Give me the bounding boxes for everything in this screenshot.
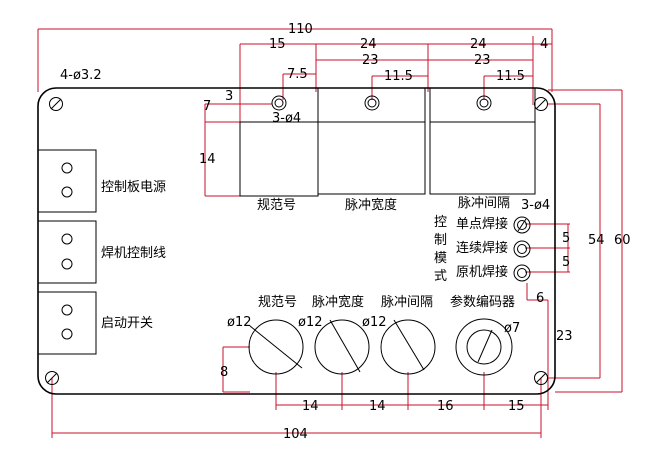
dim-top-23b: 23: [474, 53, 491, 68]
dim-7: 7: [203, 99, 211, 114]
label-mode-original: 原机焊接: [456, 264, 508, 280]
encoder: [455, 318, 513, 376]
dim-bottom-14a: 14: [302, 399, 319, 414]
knob-spec: [248, 319, 304, 375]
dim-top-24b: 24: [470, 37, 487, 52]
dim-top-4: 4: [540, 37, 548, 52]
dim-phi7: ø7: [504, 321, 520, 336]
display-window-2: [317, 88, 426, 195]
dim-overall-width: 110: [288, 22, 313, 37]
knob-pulse-interval: [380, 319, 436, 375]
terminal-block-welder: [37, 220, 97, 284]
dim-bottom-14b: 14: [369, 399, 386, 414]
knob-pulse-width: [314, 319, 370, 375]
dim-top-24a: 24: [360, 37, 377, 52]
terminal-block-start: [37, 291, 97, 355]
label-terminal-start: 启动开关: [101, 316, 153, 331]
dim-bottom-104: 104: [283, 427, 308, 442]
label-terminal-power: 控制板电源: [101, 180, 166, 195]
dim-11-5b: 11.5: [496, 69, 525, 84]
label-mode-title-4: 式: [434, 269, 447, 284]
mode-indicators: [513, 216, 531, 282]
dim-8: 8: [220, 365, 228, 380]
label-mode-continuous: 连续焊接: [456, 240, 508, 256]
dim-bottom-16: 16: [437, 399, 454, 414]
label-mode-single: 单点焊接: [456, 216, 508, 232]
dim-11-5a: 11.5: [384, 69, 413, 84]
dim-top-23a: 23: [362, 53, 379, 68]
dimension-lines: [37, 28, 623, 438]
label-knob-interval: 脉冲间隔: [381, 295, 433, 310]
dim-3-phi4-right: 3-ø4: [521, 198, 550, 213]
terminal-block-power: [37, 149, 97, 213]
label-terminal-welder: 焊机控制线: [101, 245, 166, 261]
dim-3: 3: [225, 89, 233, 104]
label-mode-title-1: 控: [434, 215, 447, 230]
dim-7-5: 7.5: [287, 67, 308, 82]
dim-top-15: 15: [269, 37, 286, 52]
dim-23-right: 23: [556, 329, 573, 344]
label-knob-spec: 规范号: [258, 295, 297, 310]
label-display-width: 脉冲宽度: [345, 197, 397, 213]
dim-hole-spec: 4-ø3.2: [60, 68, 102, 83]
dim-6: 6: [536, 291, 544, 306]
mounting-holes: [45, 97, 548, 385]
dimension-texts: 110 4-ø3.2 15 24 24 4 23 23 7.5 11.5 11.…: [60, 22, 631, 442]
dim-60: 60: [614, 233, 631, 248]
label-encoder: 参数编码器: [450, 294, 515, 310]
label-display-interval: 脉冲间隔: [458, 196, 510, 211]
dim-5a: 5: [562, 231, 570, 246]
dim-14-left: 14: [199, 152, 216, 167]
label-display-spec: 规范号: [257, 198, 296, 213]
dim-54: 54: [588, 233, 605, 248]
label-mode-title-3: 模: [434, 251, 447, 266]
dim-bottom-15: 15: [508, 399, 525, 414]
dim-phi12-b: ø12: [298, 315, 323, 330]
display-window-3: [429, 88, 536, 195]
label-knob-width: 脉冲宽度: [312, 294, 364, 310]
dim-phi12-a: ø12: [227, 315, 252, 330]
dim-phi12-c: ø12: [362, 315, 387, 330]
dim-3-phi4-top: 3-ø4: [272, 111, 301, 126]
component-labels: 控制板电源 焊机控制线 启动开关 规范号 脉冲宽度 脉冲间隔 控 制 模 式 单…: [101, 180, 515, 331]
label-mode-title-2: 制: [434, 233, 447, 248]
dim-5b: 5: [562, 255, 570, 270]
